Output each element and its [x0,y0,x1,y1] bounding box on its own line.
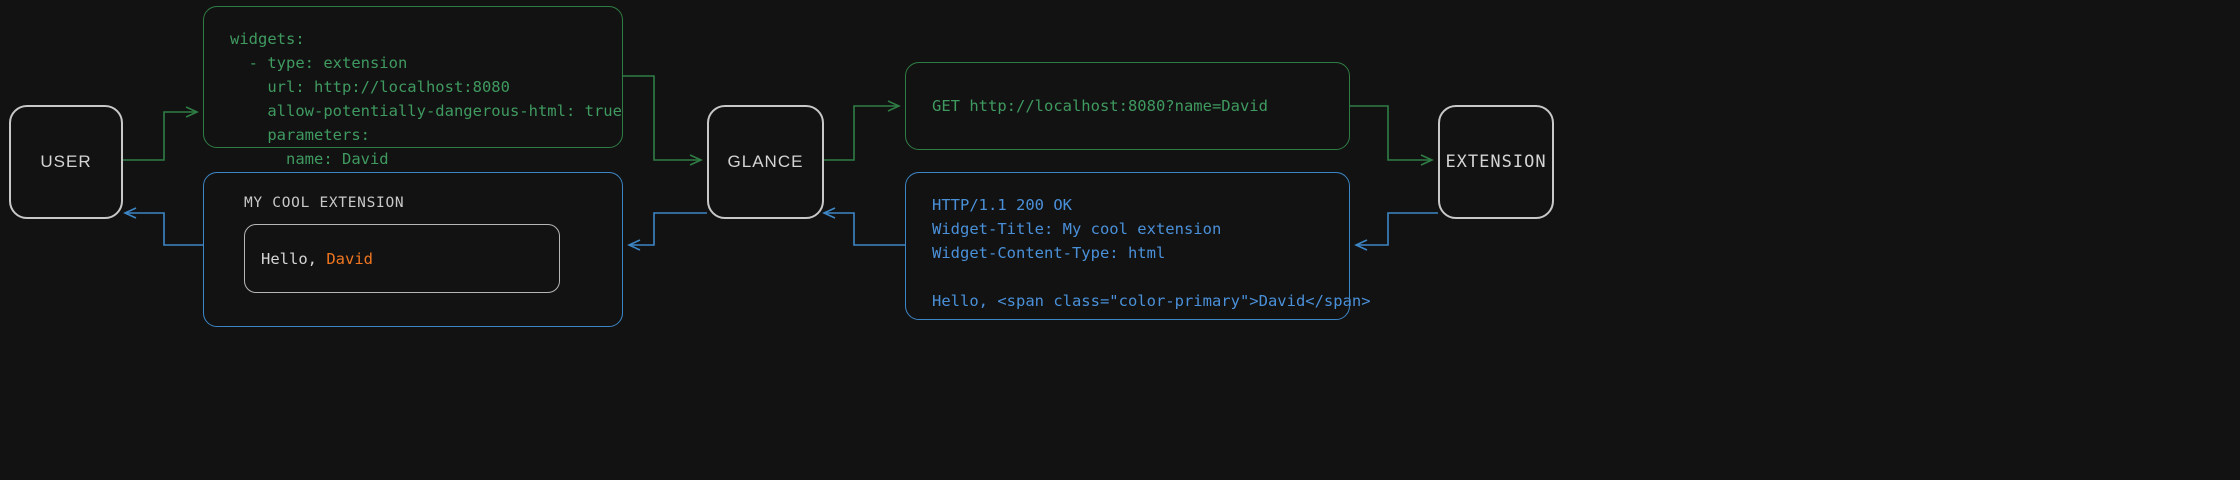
http-response-box: HTTP/1.1 200 OK Widget-Title: My cool ex… [905,172,1371,320]
edge-widget-to-user [123,207,203,246]
config-yaml-box: widgets: - type: extension url: http://l… [203,6,623,168]
edge-user-to-config [121,106,199,161]
node-user[interactable]: USER [9,105,123,219]
config-yaml-text: widgets: - type: extension url: http://l… [230,30,622,169]
widget-greeting-name: David [326,249,373,268]
edge-extension-to-response [1354,212,1438,251]
edge-request-to-extension [1350,105,1434,166]
http-request-box: GET http://localhost:8080?name=David [905,62,1350,150]
edge-glance-to-widget [627,212,707,251]
node-glance[interactable]: GLANCE [707,105,824,219]
edge-config-to-glance [623,75,703,166]
node-extension[interactable]: EXTENSION [1438,105,1554,219]
edge-response-to-glance [822,207,905,246]
widget-preview-box: MY COOL EXTENSION Hello, David [203,172,623,327]
http-response-text: HTTP/1.1 200 OK Widget-Title: My cool ex… [932,196,1371,311]
widget-preview-frame: Hello, David [244,224,560,293]
widget-preview-title: MY COOL EXTENSION [244,195,405,211]
http-request-text: GET http://localhost:8080?name=David [932,96,1268,115]
widget-greeting-prefix: Hello, [261,249,327,268]
edge-glance-to-request [822,100,901,161]
